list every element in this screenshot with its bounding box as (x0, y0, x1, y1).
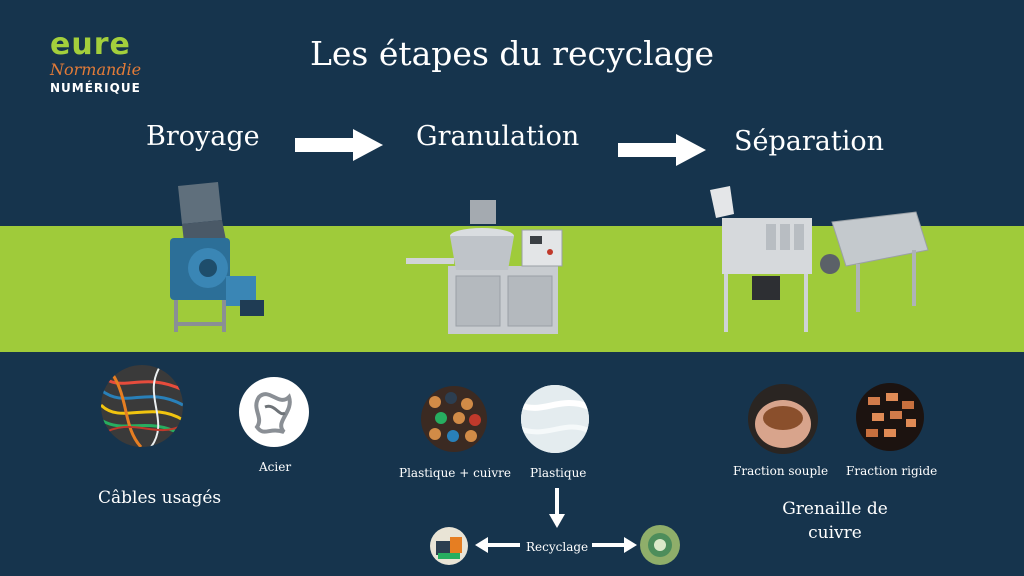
arrow-right-icon (295, 129, 383, 161)
step-separation: Séparation (734, 126, 884, 157)
soft-fraction-image (748, 384, 818, 454)
label-plastique: Plastique (530, 466, 587, 480)
label-recyclage: Recyclage (526, 540, 589, 554)
plastic-copper-image (421, 386, 487, 452)
arrow-right-icon (592, 537, 637, 553)
label-grenaille-line1: Grenaille de (782, 499, 888, 519)
step-broyage: Broyage (146, 121, 260, 152)
label-acier: Acier (259, 460, 292, 474)
recycled-products-image (430, 527, 468, 565)
logo-numerique: NUMÉRIQUE (50, 81, 141, 95)
separator-machine-icon (710, 186, 929, 332)
shredder-machine-icon (170, 182, 264, 332)
plastic-image (521, 385, 589, 453)
arrow-right-icon (618, 134, 706, 166)
label-fraction-rigide: Fraction rigide (846, 464, 938, 478)
label-grenaille-line2: cuivre (808, 523, 862, 543)
logo-eure: eure (50, 27, 131, 62)
page-title: Les étapes du recyclage (309, 34, 715, 73)
arrow-down-icon (549, 488, 565, 528)
rigid-fraction-image (856, 383, 924, 451)
label-plastique-cuivre: Plastique + cuivre (399, 466, 511, 480)
step-granulation: Granulation (416, 121, 580, 152)
recycled-granules-image (640, 525, 680, 565)
steel-image (239, 377, 309, 447)
granulator-machine-icon (406, 200, 563, 334)
logo-normandie: Normandie (50, 60, 142, 79)
cables-image (101, 365, 183, 447)
logo: eure Normandie NUMÉRIQUE (50, 27, 160, 96)
label-fraction-souple: Fraction souple (733, 464, 829, 478)
arrow-left-icon (475, 537, 520, 553)
label-cables-usages: Câbles usagés (98, 488, 222, 508)
label-grenaille: Grenaille de cuivre (760, 499, 910, 543)
